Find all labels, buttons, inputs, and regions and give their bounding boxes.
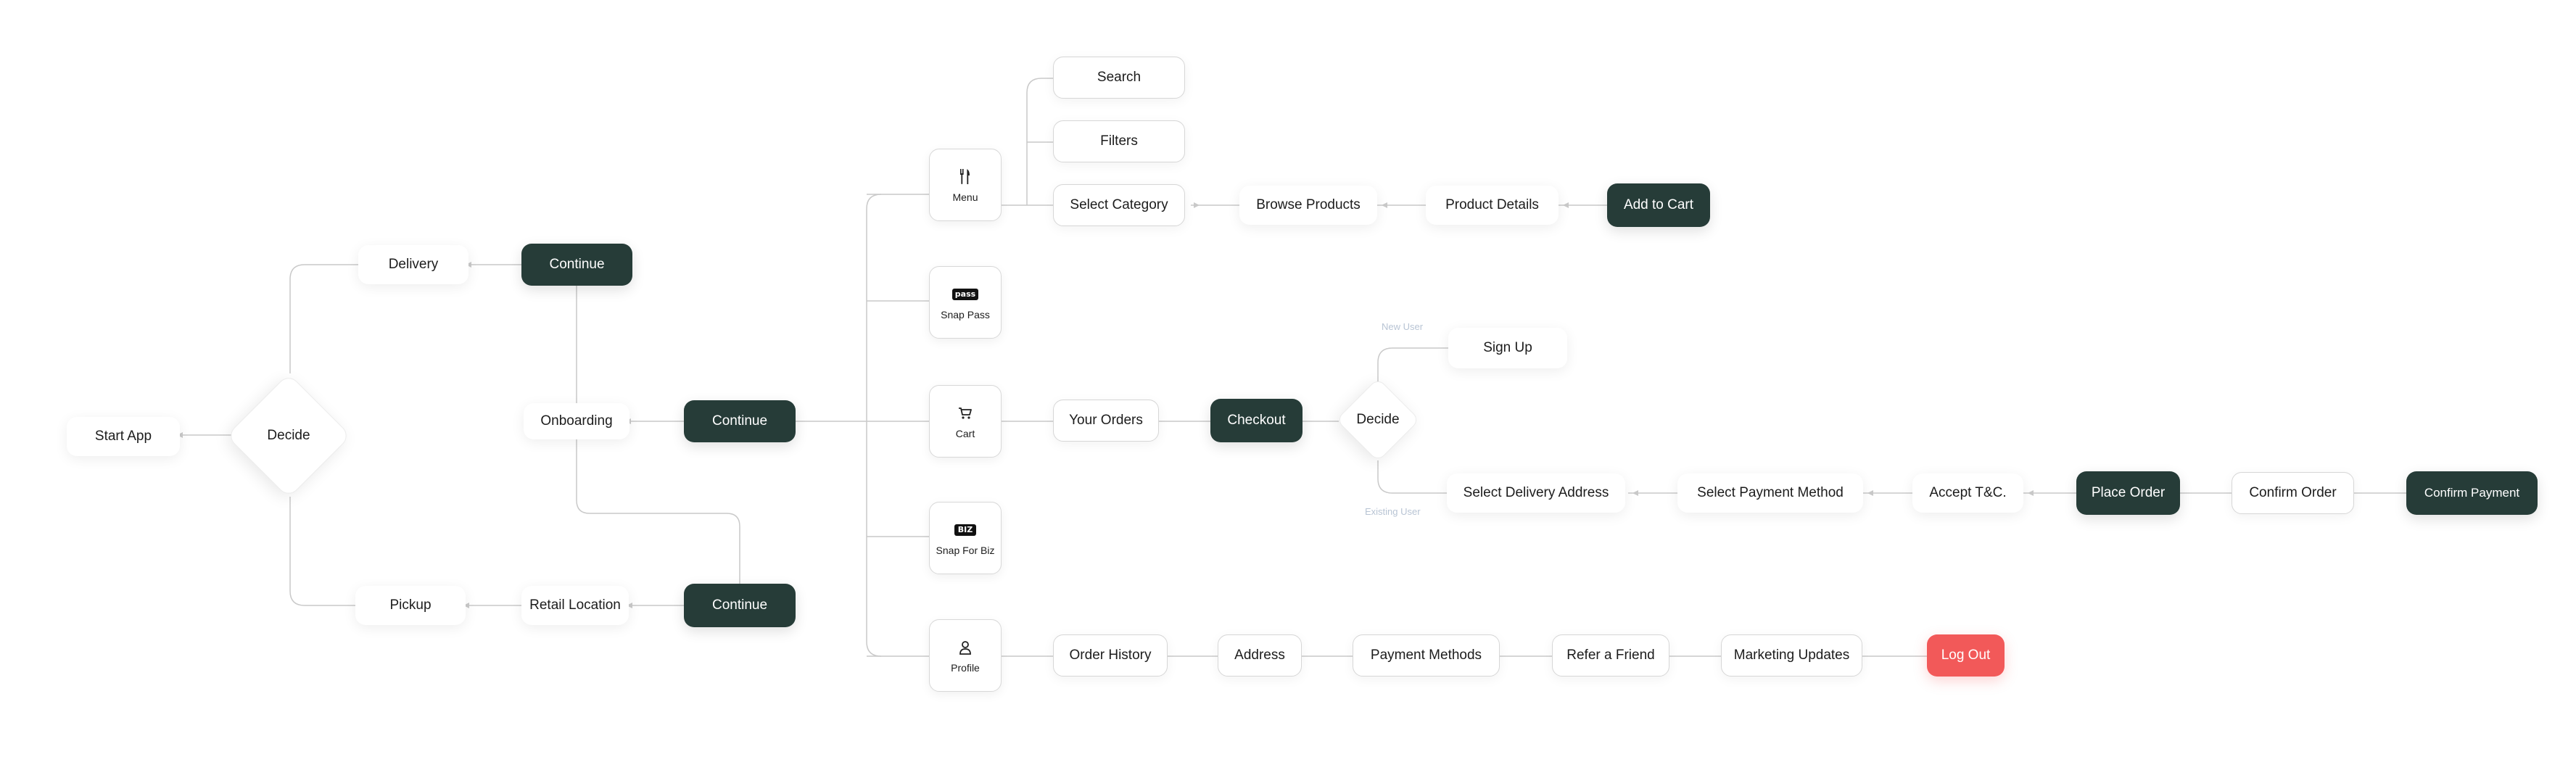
address-node[interactable]: Address (1218, 634, 1302, 677)
place-order-label: Place Order (2091, 485, 2166, 500)
profile-tile[interactable]: Profile (929, 619, 1002, 692)
pass-badge-icon: pass (951, 284, 980, 305)
decide-main-label: Decide (267, 428, 310, 443)
fork-knife-icon (951, 167, 980, 187)
edge-decide-delivery (289, 264, 358, 373)
delivery-node[interactable]: Delivery (358, 245, 468, 284)
cart-tile[interactable]: Cart (929, 385, 1002, 458)
marketing-updates-node[interactable]: Marketing Updates (1721, 634, 1862, 677)
your-orders-node[interactable]: Your Orders (1053, 400, 1159, 442)
decide-main-node[interactable]: Decide (225, 372, 352, 500)
confirm-order-node[interactable]: Confirm Order (2232, 472, 2354, 514)
log-out-label: Log Out (1941, 648, 1991, 663)
browse-products-label: Browse Products (1256, 197, 1361, 212)
select-delivery-address-node[interactable]: Select Delivery Address (1447, 473, 1625, 513)
add-to-cart-button[interactable]: Add to Cart (1607, 183, 1710, 227)
marketing-updates-label: Marketing Updates (1733, 648, 1850, 663)
select-category-node[interactable]: Select Category (1053, 184, 1185, 226)
user-icon (951, 637, 980, 658)
refer-a-friend-node[interactable]: Refer a Friend (1552, 634, 1669, 677)
existing-user-branch-label: Existing User (1365, 506, 1421, 517)
accept-tc-node[interactable]: Accept T&C. (1912, 473, 2023, 513)
product-details-node[interactable]: Product Details (1426, 186, 1559, 225)
cart-icon (951, 403, 980, 423)
filters-label: Filters (1100, 133, 1138, 149)
payment-methods-node[interactable]: Payment Methods (1353, 634, 1500, 677)
pickup-node[interactable]: Pickup (355, 586, 466, 625)
snap-for-biz-tile[interactable]: BIZ Snap For Biz (929, 502, 1002, 574)
order-history-node[interactable]: Order History (1053, 634, 1168, 677)
continue-pickup-label: Continue (711, 597, 768, 613)
new-user-branch-label: New User (1382, 321, 1424, 332)
biz-badge: BIZ (954, 524, 977, 536)
profile-tile-label: Profile (951, 662, 980, 674)
snap-pass-tile[interactable]: pass Snap Pass (929, 266, 1002, 339)
edge-onboarding-pickup-continue (576, 439, 740, 584)
onboarding-label: Onboarding (540, 413, 613, 429)
checkout-button[interactable]: Checkout (1210, 399, 1303, 442)
decide-user-label: Decide (1356, 412, 1400, 427)
log-out-button[interactable]: Log Out (1927, 634, 2005, 677)
edge-decide-pickup (289, 497, 355, 606)
accept-tc-label: Accept T&C. (1929, 485, 2007, 500)
retail-location-label: Retail Location (529, 597, 621, 613)
start-app-label: Start App (94, 429, 152, 444)
select-payment-method-label: Select Payment Method (1697, 485, 1844, 500)
menu-tile-label: Menu (952, 191, 978, 203)
continue-main-label: Continue (711, 413, 768, 429)
continue-delivery-button[interactable]: Continue (521, 244, 632, 286)
delivery-label: Delivery (388, 257, 439, 272)
select-payment-method-node[interactable]: Select Payment Method (1677, 473, 1863, 513)
browse-products-node[interactable]: Browse Products (1239, 186, 1377, 225)
payment-methods-label: Payment Methods (1370, 648, 1482, 663)
pass-badge: pass (951, 289, 979, 300)
address-label: Address (1234, 648, 1285, 663)
place-order-button[interactable]: Place Order (2076, 471, 2180, 515)
your-orders-label: Your Orders (1069, 413, 1143, 428)
sign-up-node[interactable]: Sign Up (1448, 328, 1567, 368)
checkout-label: Checkout (1227, 413, 1286, 428)
start-app-node[interactable]: Start App (67, 417, 180, 456)
confirm-payment-label: Confirm Payment (2424, 486, 2520, 500)
select-category-label: Select Category (1070, 197, 1168, 212)
product-details-label: Product Details (1445, 197, 1539, 212)
biz-badge-icon: BIZ (951, 520, 980, 540)
continue-pickup-button[interactable]: Continue (684, 584, 796, 627)
search-node[interactable]: Search (1053, 57, 1185, 99)
filters-node[interactable]: Filters (1053, 120, 1185, 162)
pickup-label: Pickup (389, 597, 432, 613)
confirm-payment-button[interactable]: Confirm Payment (2406, 471, 2538, 515)
onboarding-node[interactable]: Onboarding (524, 403, 629, 439)
add-to-cart-label: Add to Cart (1623, 197, 1694, 212)
continue-main-button[interactable]: Continue (684, 400, 796, 442)
continue-delivery-label: Continue (549, 257, 605, 272)
cart-tile-label: Cart (955, 428, 975, 439)
sign-up-label: Sign Up (1483, 340, 1532, 355)
retail-location-node[interactable]: Retail Location (521, 586, 629, 625)
snap-pass-tile-label: Snap Pass (941, 309, 990, 320)
decide-user-node[interactable]: Decide (1336, 378, 1420, 462)
order-history-label: Order History (1069, 648, 1152, 663)
search-label: Search (1097, 70, 1142, 85)
select-delivery-address-label: Select Delivery Address (1463, 485, 1609, 500)
snap-for-biz-tile-label: Snap For Biz (936, 545, 995, 556)
refer-a-friend-label: Refer a Friend (1566, 648, 1655, 663)
menu-tile[interactable]: Menu (929, 149, 1002, 221)
trunk-vertical (866, 194, 882, 657)
confirm-order-label: Confirm Order (2249, 485, 2337, 500)
